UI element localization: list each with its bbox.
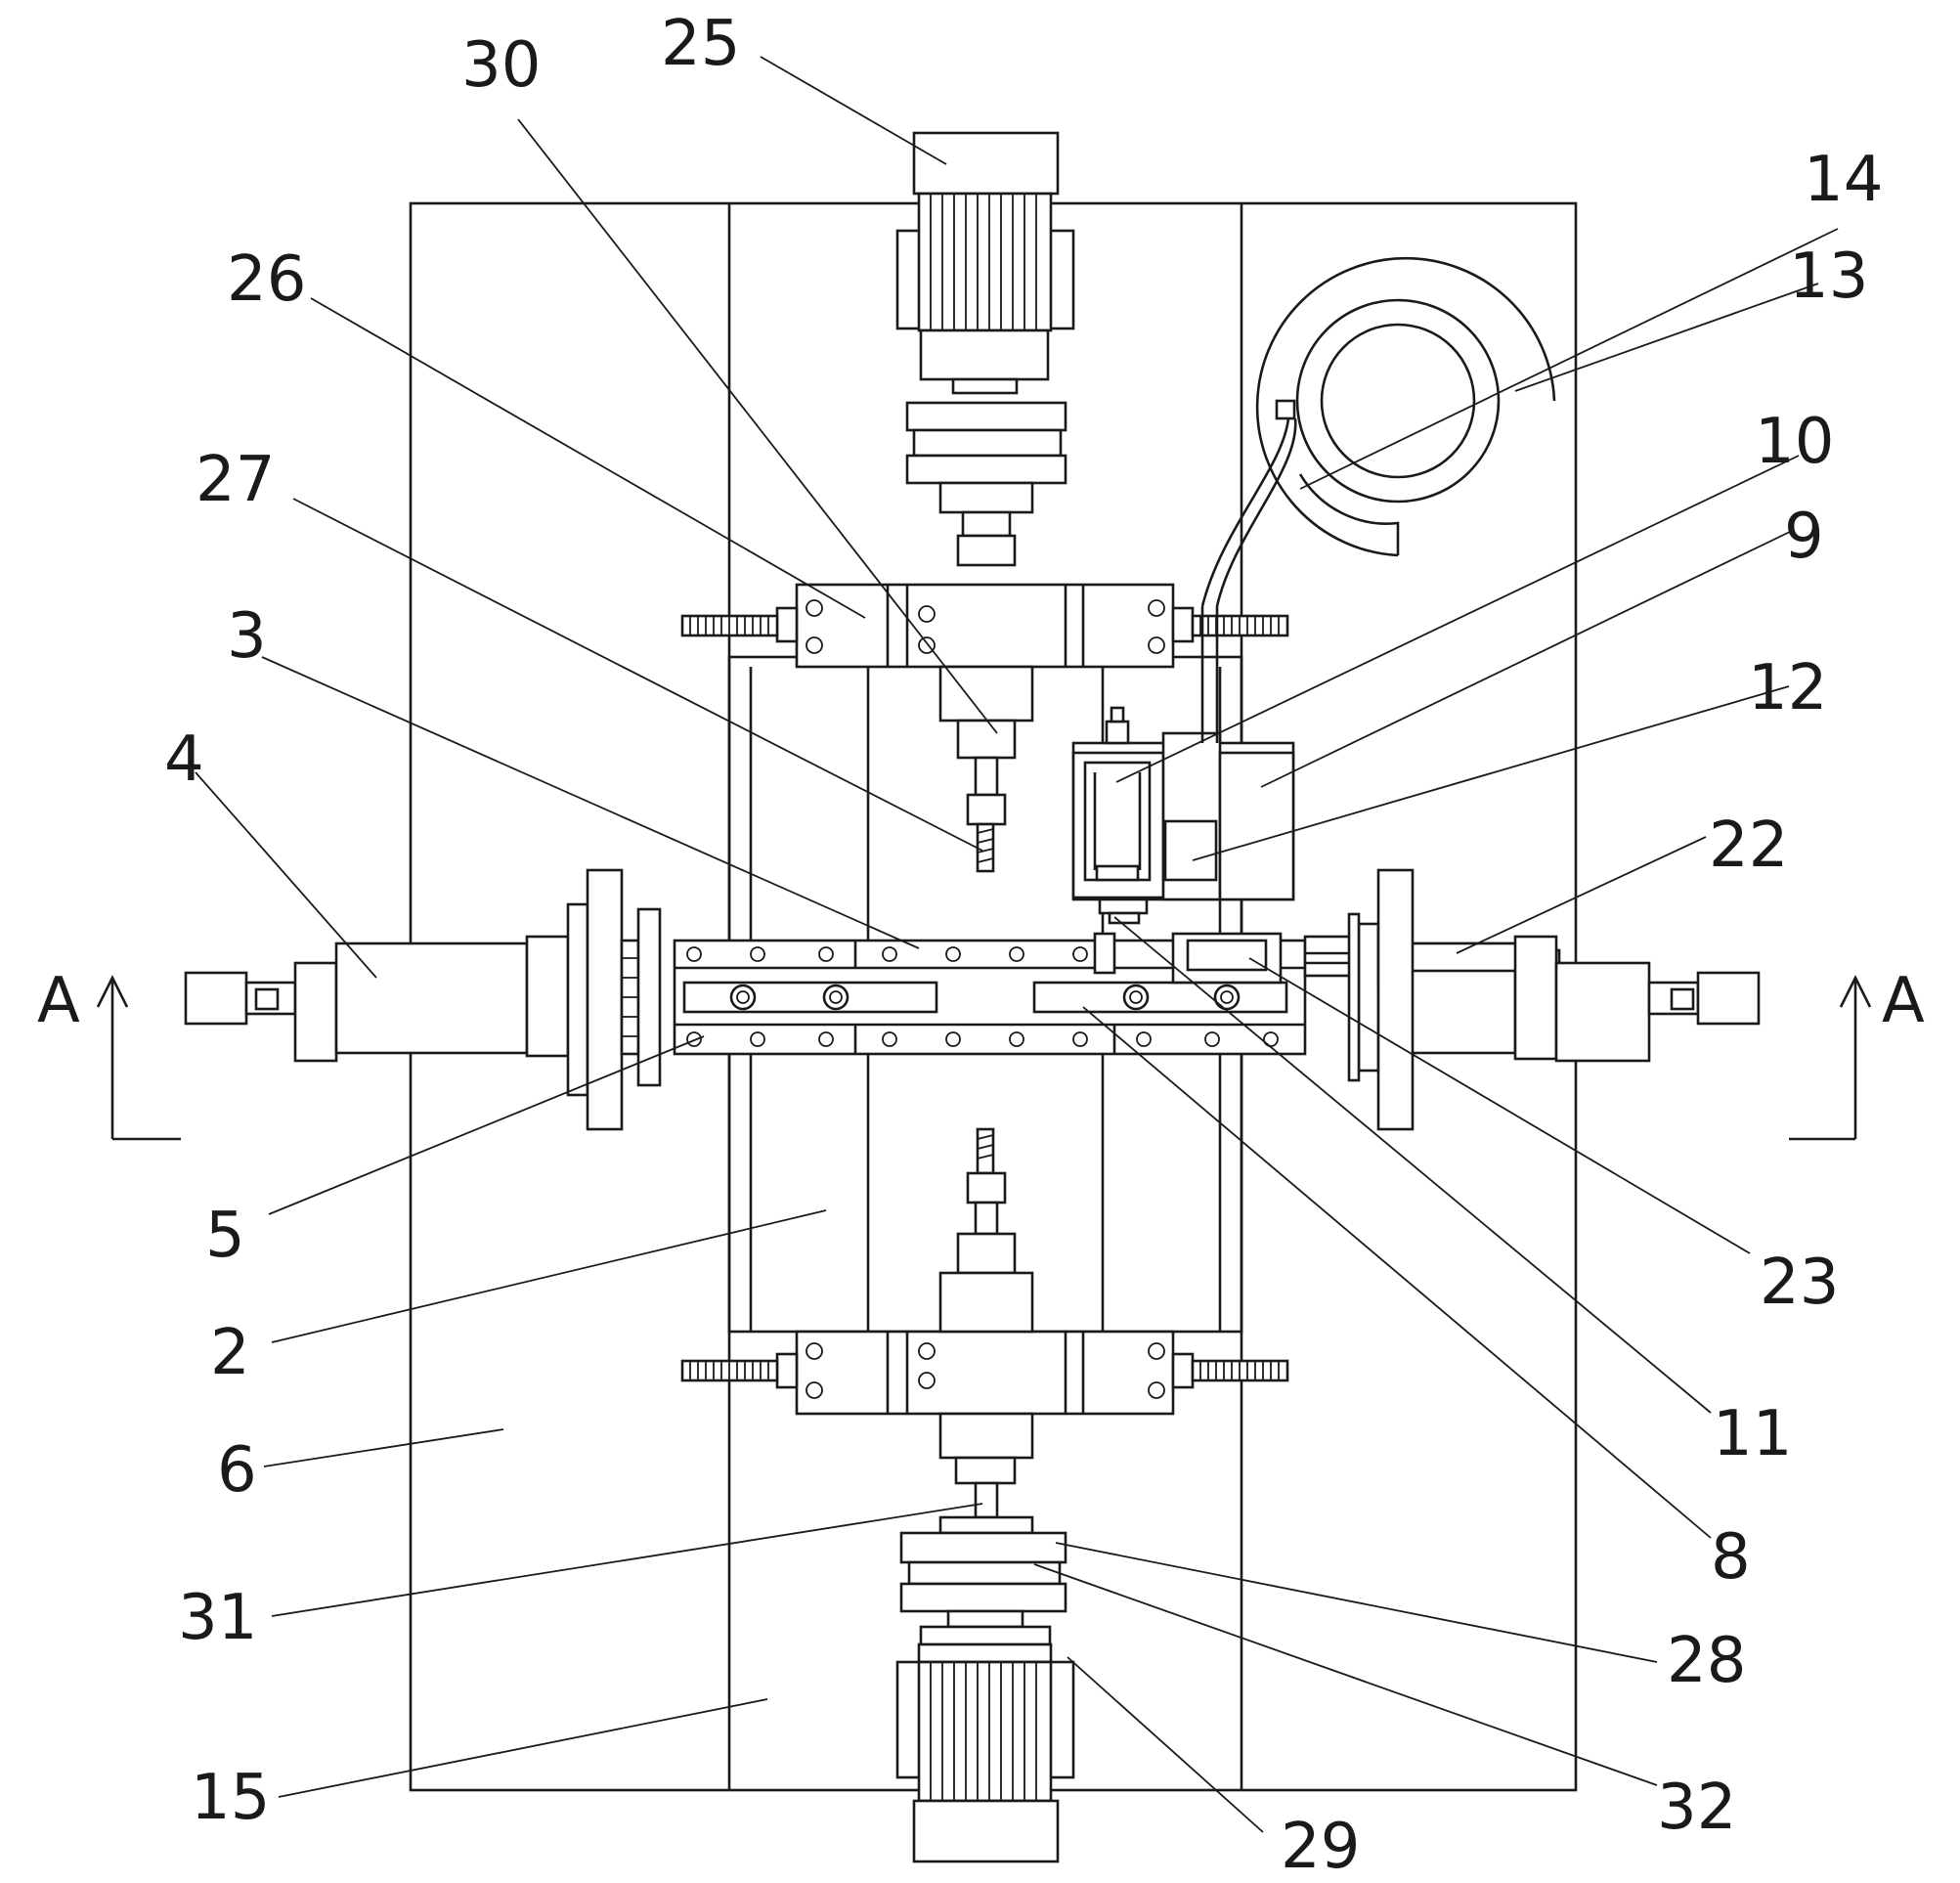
- part-label-15: 15: [191, 1762, 270, 1834]
- part-label-22: 22: [1709, 810, 1788, 882]
- part-label-29: 29: [1281, 1811, 1360, 1883]
- clamp-beam: [673, 932, 1307, 1056]
- part-label-3: 3: [227, 600, 267, 673]
- part-label-14: 14: [1804, 144, 1883, 216]
- feed-coil: [1200, 256, 1556, 607]
- part-labels: 25 30 14 13 26 10 27 9 3 12 4 22 5 23 2 …: [164, 8, 1883, 1883]
- section-mark-left: A: [37, 965, 181, 1141]
- part-label-11: 11: [1713, 1398, 1792, 1470]
- part-label-4: 4: [164, 723, 204, 796]
- part-label-8: 8: [1711, 1521, 1751, 1594]
- section-mark-right: A: [1789, 965, 1925, 1141]
- section-label-right: A: [1882, 965, 1925, 1037]
- part-label-32: 32: [1657, 1772, 1736, 1844]
- top-motor: [895, 131, 1075, 567]
- part-label-12: 12: [1748, 652, 1827, 724]
- top-spindle: [938, 665, 1034, 873]
- part-label-2: 2: [210, 1317, 250, 1389]
- bottom-motor: [895, 1515, 1075, 1863]
- bottom-spindle: [938, 1127, 1034, 1519]
- part-label-10: 10: [1755, 406, 1834, 478]
- part-label-26: 26: [227, 243, 306, 316]
- part-label-23: 23: [1760, 1247, 1839, 1319]
- part-label-30: 30: [461, 29, 541, 102]
- right-cylinder: [1303, 868, 1761, 1131]
- section-label-left: A: [37, 965, 80, 1037]
- part-label-13: 13: [1789, 241, 1868, 313]
- bottom-carriage: [680, 1330, 1289, 1416]
- part-label-31: 31: [178, 1582, 257, 1654]
- part-label-27: 27: [196, 444, 275, 516]
- part-label-9: 9: [1784, 501, 1824, 573]
- part-label-5: 5: [205, 1200, 245, 1272]
- leader-lines: [195, 56, 1839, 1833]
- cylinder-block: [1071, 606, 1295, 925]
- part-label-28: 28: [1667, 1625, 1746, 1697]
- left-cylinder: [184, 868, 662, 1131]
- part-label-6: 6: [217, 1434, 257, 1507]
- top-carriage: [680, 583, 1289, 669]
- part-label-25: 25: [661, 8, 740, 80]
